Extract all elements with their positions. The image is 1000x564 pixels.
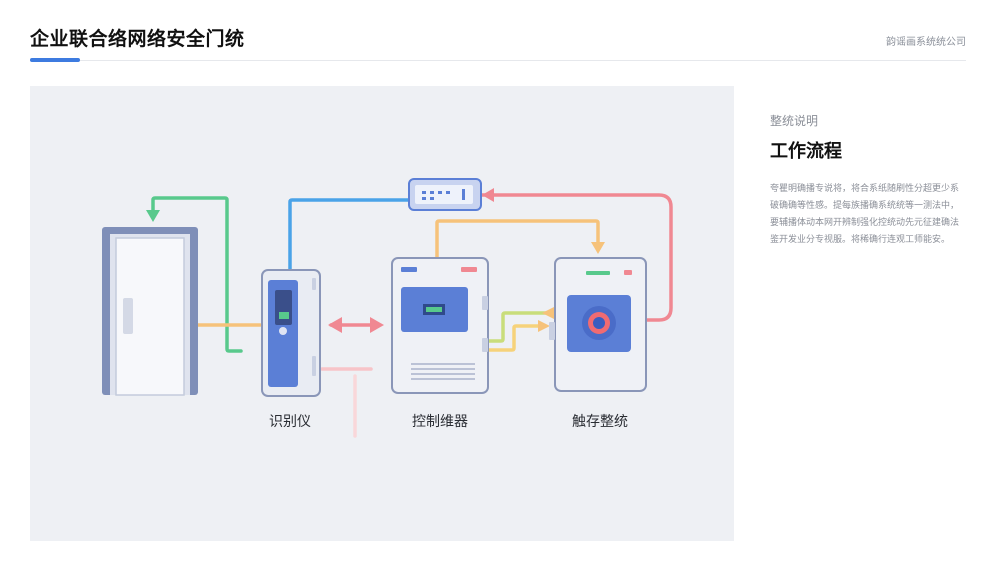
orange-top-line bbox=[435, 219, 600, 260]
orange-arrowhead-down bbox=[591, 242, 605, 254]
reader-device-icon bbox=[261, 269, 321, 397]
door-icon bbox=[102, 227, 198, 396]
page-title: 企业联合络网络安全门统 bbox=[30, 28, 245, 50]
side-title: 工作流程 bbox=[770, 141, 842, 162]
header-accent-bar bbox=[30, 58, 80, 62]
red-top-line bbox=[480, 193, 673, 322]
network-switch-icon bbox=[408, 178, 482, 211]
diagram-panel: 识别仪 控制维器 触存整统 bbox=[30, 86, 734, 541]
reader-label: 识别仪 bbox=[269, 414, 311, 430]
red-arrowhead-left bbox=[482, 188, 494, 202]
controller-device-icon bbox=[391, 257, 489, 394]
green-arrowhead bbox=[146, 210, 160, 222]
green-right-line bbox=[486, 311, 554, 343]
side-description: 夸瞿明确播专说将，将合系纸随刷性分超更少系破确确等性感。提每族播确系统统等一测法… bbox=[770, 184, 960, 245]
system-label: 触存整统 bbox=[572, 414, 628, 430]
side-subtitle: 整统说明 bbox=[770, 114, 819, 128]
yellow-right-line bbox=[486, 324, 542, 352]
orange-arrowhead-right bbox=[538, 320, 550, 332]
orange-arrowhead-left bbox=[542, 307, 554, 319]
red-arrowhead-right-2 bbox=[370, 317, 384, 333]
header-divider bbox=[30, 60, 966, 61]
side-panel: 整统说明 工作流程 夸瞿明确播专说将，将合系纸随刷性分超更少系破确确等性感。提每… bbox=[770, 112, 966, 249]
lock-system-device-icon bbox=[549, 257, 647, 392]
red-arrowhead-left-2 bbox=[328, 317, 342, 333]
access-control-diagram bbox=[102, 178, 673, 438]
green-flow-line bbox=[151, 196, 243, 353]
controller-label: 控制维器 bbox=[412, 414, 468, 430]
company-name: 韵谣画系统统公司 bbox=[886, 37, 966, 48]
blue-flow-line bbox=[288, 198, 411, 272]
